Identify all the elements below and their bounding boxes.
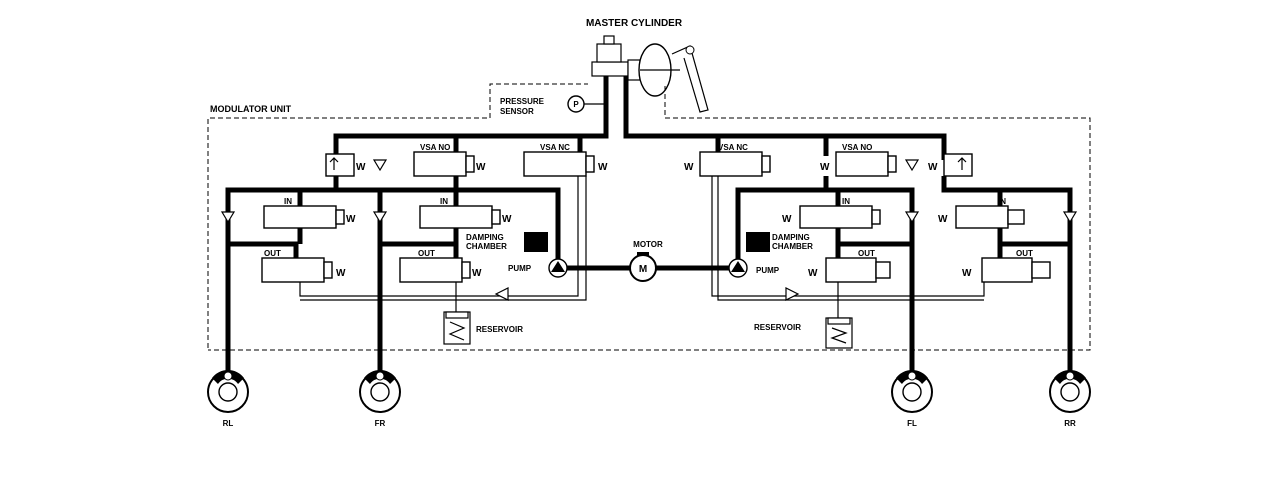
pressure-sensor-label-1: PRESSURE <box>500 97 545 106</box>
wheel-rr <box>1049 370 1091 413</box>
out-fl-label: OUT <box>858 249 875 258</box>
brake-lines <box>225 76 1073 372</box>
relief-valve-left <box>325 153 355 177</box>
valve-out-rl <box>261 257 333 283</box>
in-rl-label: IN <box>284 197 292 206</box>
spring-icon: W <box>502 214 512 225</box>
valve-out-rr <box>981 257 1051 283</box>
spring-icon: W <box>598 162 608 173</box>
master-cylinder <box>591 35 709 113</box>
wheel-rl-label: RL <box>223 419 234 428</box>
out-fr-label: OUT <box>418 249 435 258</box>
valve-in-fr <box>419 205 501 229</box>
modulator-unit-boundary <box>207 83 1091 351</box>
spring-icon: W <box>808 268 818 279</box>
wheel-fl <box>891 369 933 413</box>
spring-icon: W <box>820 162 830 173</box>
in-fl-label: IN <box>842 197 850 206</box>
vsa-nc-left-label: VSA NC <box>540 143 570 152</box>
spring-icon: W <box>928 162 938 173</box>
check-valve-icon <box>1062 211 1078 224</box>
spring-icon: W <box>346 214 356 225</box>
master-cylinder-label: MASTER CYLINDER <box>586 18 683 29</box>
return-lines <box>299 176 985 318</box>
vsa-nc-right-label: VSA NC <box>718 143 748 152</box>
motor-label: MOTOR <box>633 240 663 249</box>
reservoir-left <box>443 311 471 345</box>
modulator-unit-label: MODULATOR UNIT <box>210 104 292 114</box>
check-valve-icon <box>904 159 920 172</box>
valve-in-rr <box>955 205 1025 229</box>
in-fr-label: IN <box>440 197 448 206</box>
valve-in-rl <box>263 205 345 229</box>
damping-chamber-left-label-1: DAMPING <box>466 233 504 242</box>
valve-vsa-nc-left <box>523 151 595 177</box>
reservoir-right <box>825 317 853 349</box>
motor-symbol: M <box>639 264 647 275</box>
spring-icon: W <box>356 162 366 173</box>
wheel-fr <box>359 369 401 413</box>
valve-vsa-no-right <box>835 151 897 177</box>
pressure-sensor-label-2: SENSOR <box>500 107 534 116</box>
valve-in-fl <box>799 205 881 229</box>
check-valve-icon <box>220 211 236 224</box>
relief-valve-right <box>943 153 973 177</box>
damping-chamber-right <box>746 232 770 252</box>
valve-out-fl <box>825 257 891 283</box>
out-rr-label: OUT <box>1016 249 1033 258</box>
spring-icon: W <box>336 268 346 279</box>
check-valve-icon <box>785 287 800 301</box>
valve-vsa-no-left <box>413 151 475 177</box>
spring-icon: W <box>476 162 486 173</box>
out-rl-label: OUT <box>264 249 281 258</box>
in-rr-label: IN <box>998 197 1006 206</box>
spring-icon: W <box>684 162 694 173</box>
wheel-rr-label: RR <box>1064 419 1076 428</box>
check-valve-icon <box>904 211 920 224</box>
damping-chamber-left-label-2: CHAMBER <box>466 242 507 251</box>
damping-chamber-right-label-2: CHAMBER <box>772 242 813 251</box>
reservoir-right-label: RESERVOIR <box>754 323 801 332</box>
damping-chamber-left <box>524 232 548 252</box>
vsa-no-right-label: VSA NO <box>842 143 872 152</box>
check-valve-icon <box>494 287 509 301</box>
wheel-fr-label: FR <box>375 419 386 428</box>
vsa-no-left-label: VSA NO <box>420 143 450 152</box>
reservoir-left-label: RESERVOIR <box>476 325 523 334</box>
pump-right-label: PUMP <box>756 266 780 275</box>
check-valve-icon <box>372 211 388 224</box>
wheel-rl <box>207 370 249 413</box>
spring-icon: W <box>938 214 948 225</box>
valve-out-fr <box>399 257 471 283</box>
pump-left-label: PUMP <box>508 264 532 273</box>
check-valve-icon <box>372 159 388 172</box>
spring-icon: W <box>472 268 482 279</box>
wheel-fl-label: FL <box>907 419 917 428</box>
damping-chamber-right-label-1: DAMPING <box>772 233 810 242</box>
pressure-sensor-symbol: P <box>573 100 579 109</box>
spring-icon: W <box>782 214 792 225</box>
spring-icon: W <box>962 268 972 279</box>
valve-vsa-nc-right <box>699 151 771 177</box>
